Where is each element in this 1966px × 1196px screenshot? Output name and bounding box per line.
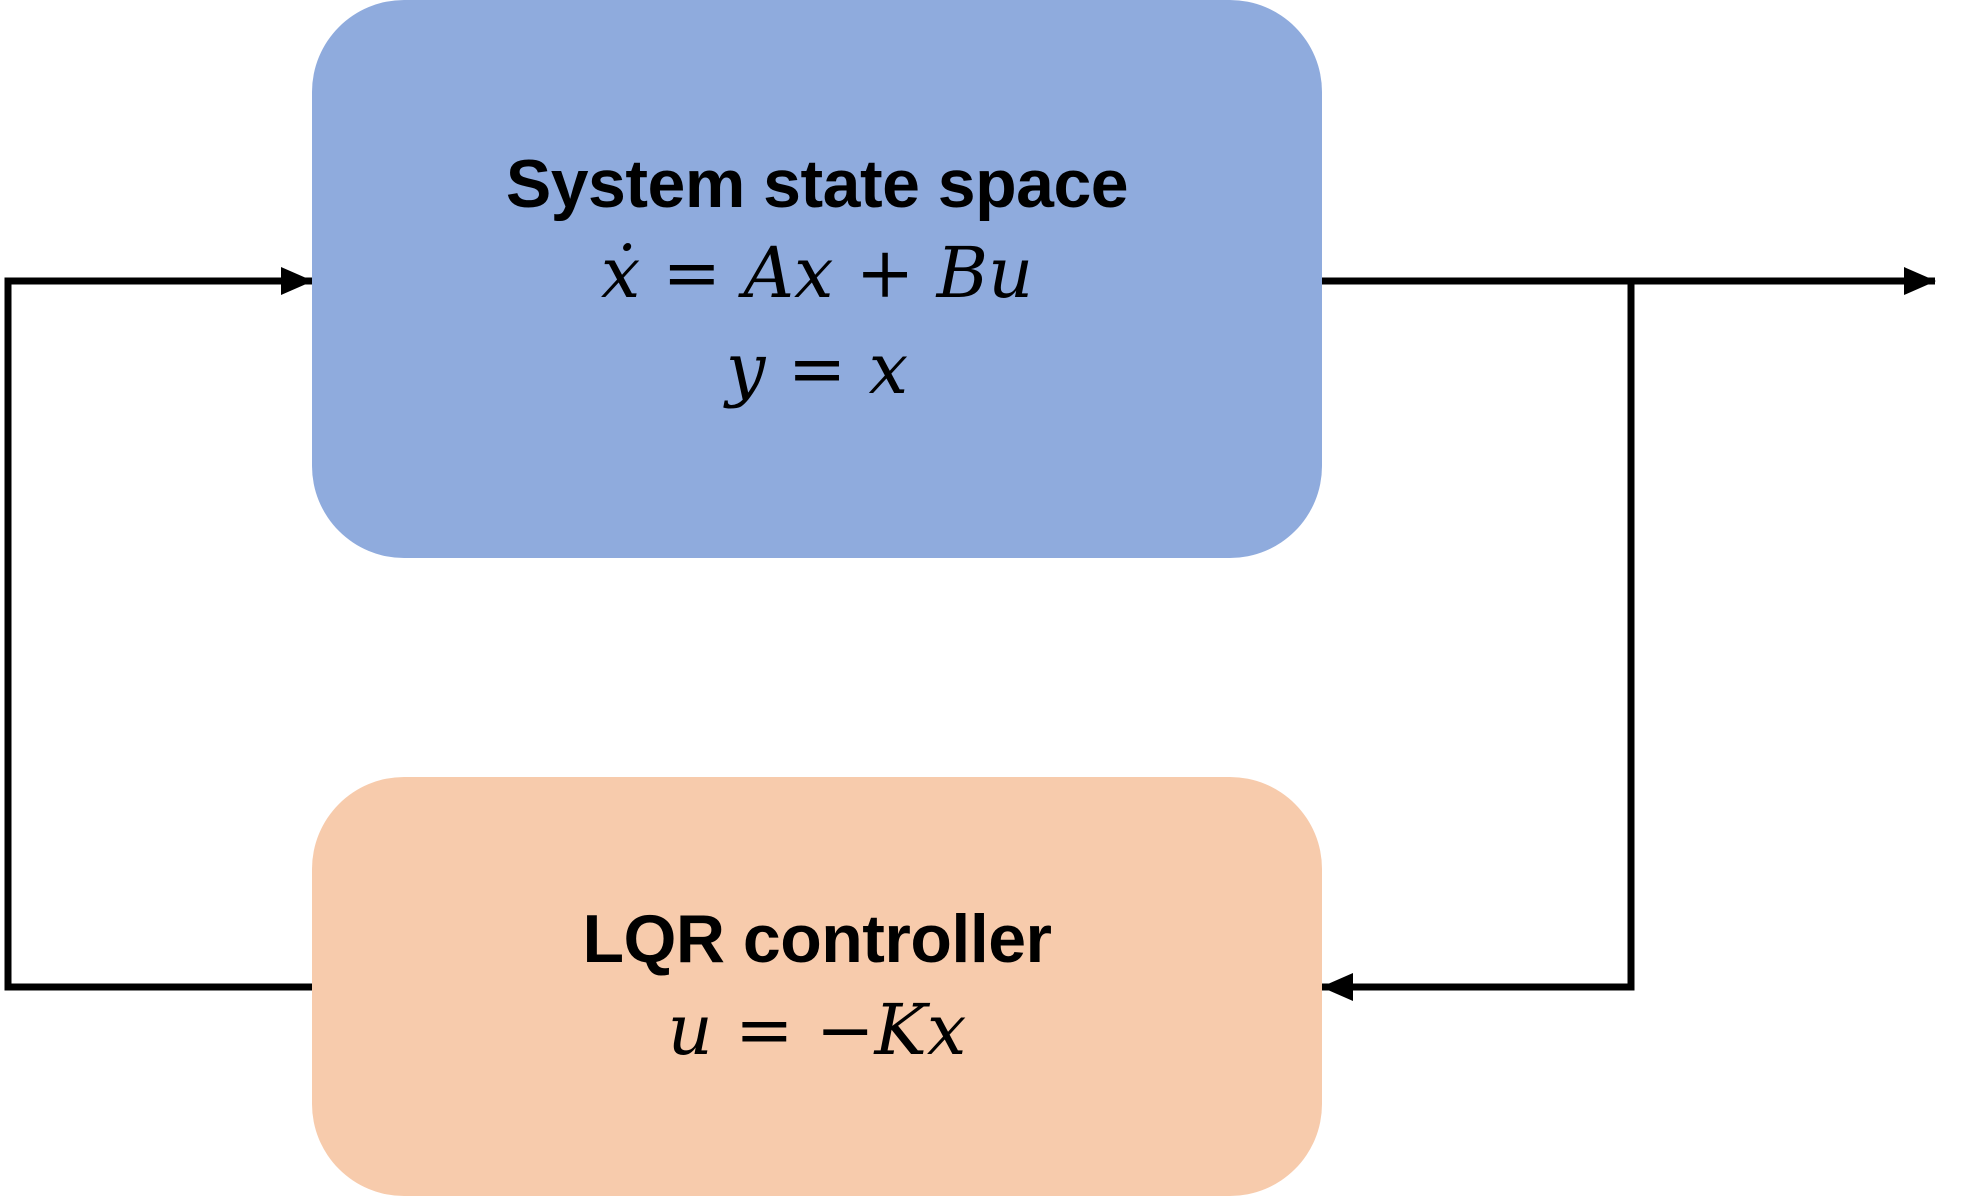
control-law-equation: u = −Kx (667, 989, 967, 1071)
lqr-controller-block: LQR controller u = −Kx (312, 777, 1322, 1196)
control-input-arrow (4, 267, 316, 991)
system-block-title: System state space (505, 146, 1129, 222)
system-state-space-block: System state space ẋ = Ax + Bu y = x (312, 0, 1322, 558)
controller-block-title: LQR controller (582, 901, 1052, 977)
state-equation: ẋ = Ax + Bu (600, 232, 1034, 314)
output-equation: y = x (725, 328, 909, 410)
feedback-arrow (1321, 281, 1635, 1001)
